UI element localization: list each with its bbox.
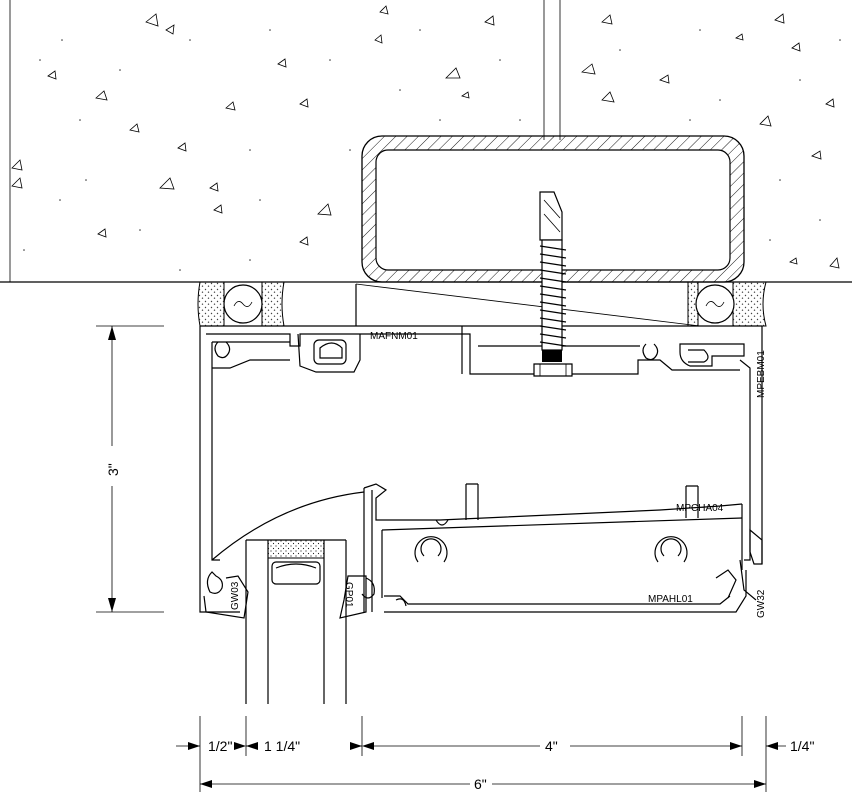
glazing-adapter-clip (297, 333, 361, 373)
label-gp01: GP01 (343, 582, 354, 608)
snap-cover (384, 569, 747, 613)
label-gw32: GW32 (756, 589, 767, 618)
sealant-joint-left (197, 281, 285, 327)
vertical-dimension: 3" (96, 325, 164, 613)
pressure-plate (211, 483, 743, 612)
dim-one-quarter: 1 1/4" (264, 738, 300, 754)
jamb-gasket (679, 343, 745, 367)
dim-overall: 6" (474, 776, 487, 792)
setting-gasket (339, 575, 375, 619)
label-mpahl01: MPAHL01 (648, 594, 693, 605)
label-mpebm01: MPEBM01 (756, 350, 767, 398)
dim-four-inch: 4" (545, 738, 558, 754)
dim-height: 3" (105, 463, 121, 476)
insulated-glass-unit (245, 539, 347, 704)
interior-gasket (203, 571, 249, 619)
label-gw03: GW03 (230, 581, 241, 610)
callouts: MAFNM01 MPCHA04 MPAHL01 MPEBM01 GW32 GW0… (230, 331, 767, 618)
anchor-shim (355, 283, 701, 327)
self-drilling-screw (533, 191, 573, 377)
label-mafnm01: MAFNM01 (370, 331, 418, 342)
sealant-joint-right (687, 281, 767, 327)
exterior-gasket (739, 528, 763, 601)
label-mpcha04: MPCHA04 (676, 503, 724, 514)
dim-half-inch: 1/2" (208, 738, 232, 754)
concrete-aggregate (11, 5, 840, 269)
dim-quarter-inch: 1/4" (790, 738, 814, 754)
horizontal-dimensions: 1/2" 1 1/4" 4" 1/4" 6" (176, 716, 814, 792)
concrete-specks (23, 29, 841, 271)
glass-spacer (271, 561, 321, 585)
